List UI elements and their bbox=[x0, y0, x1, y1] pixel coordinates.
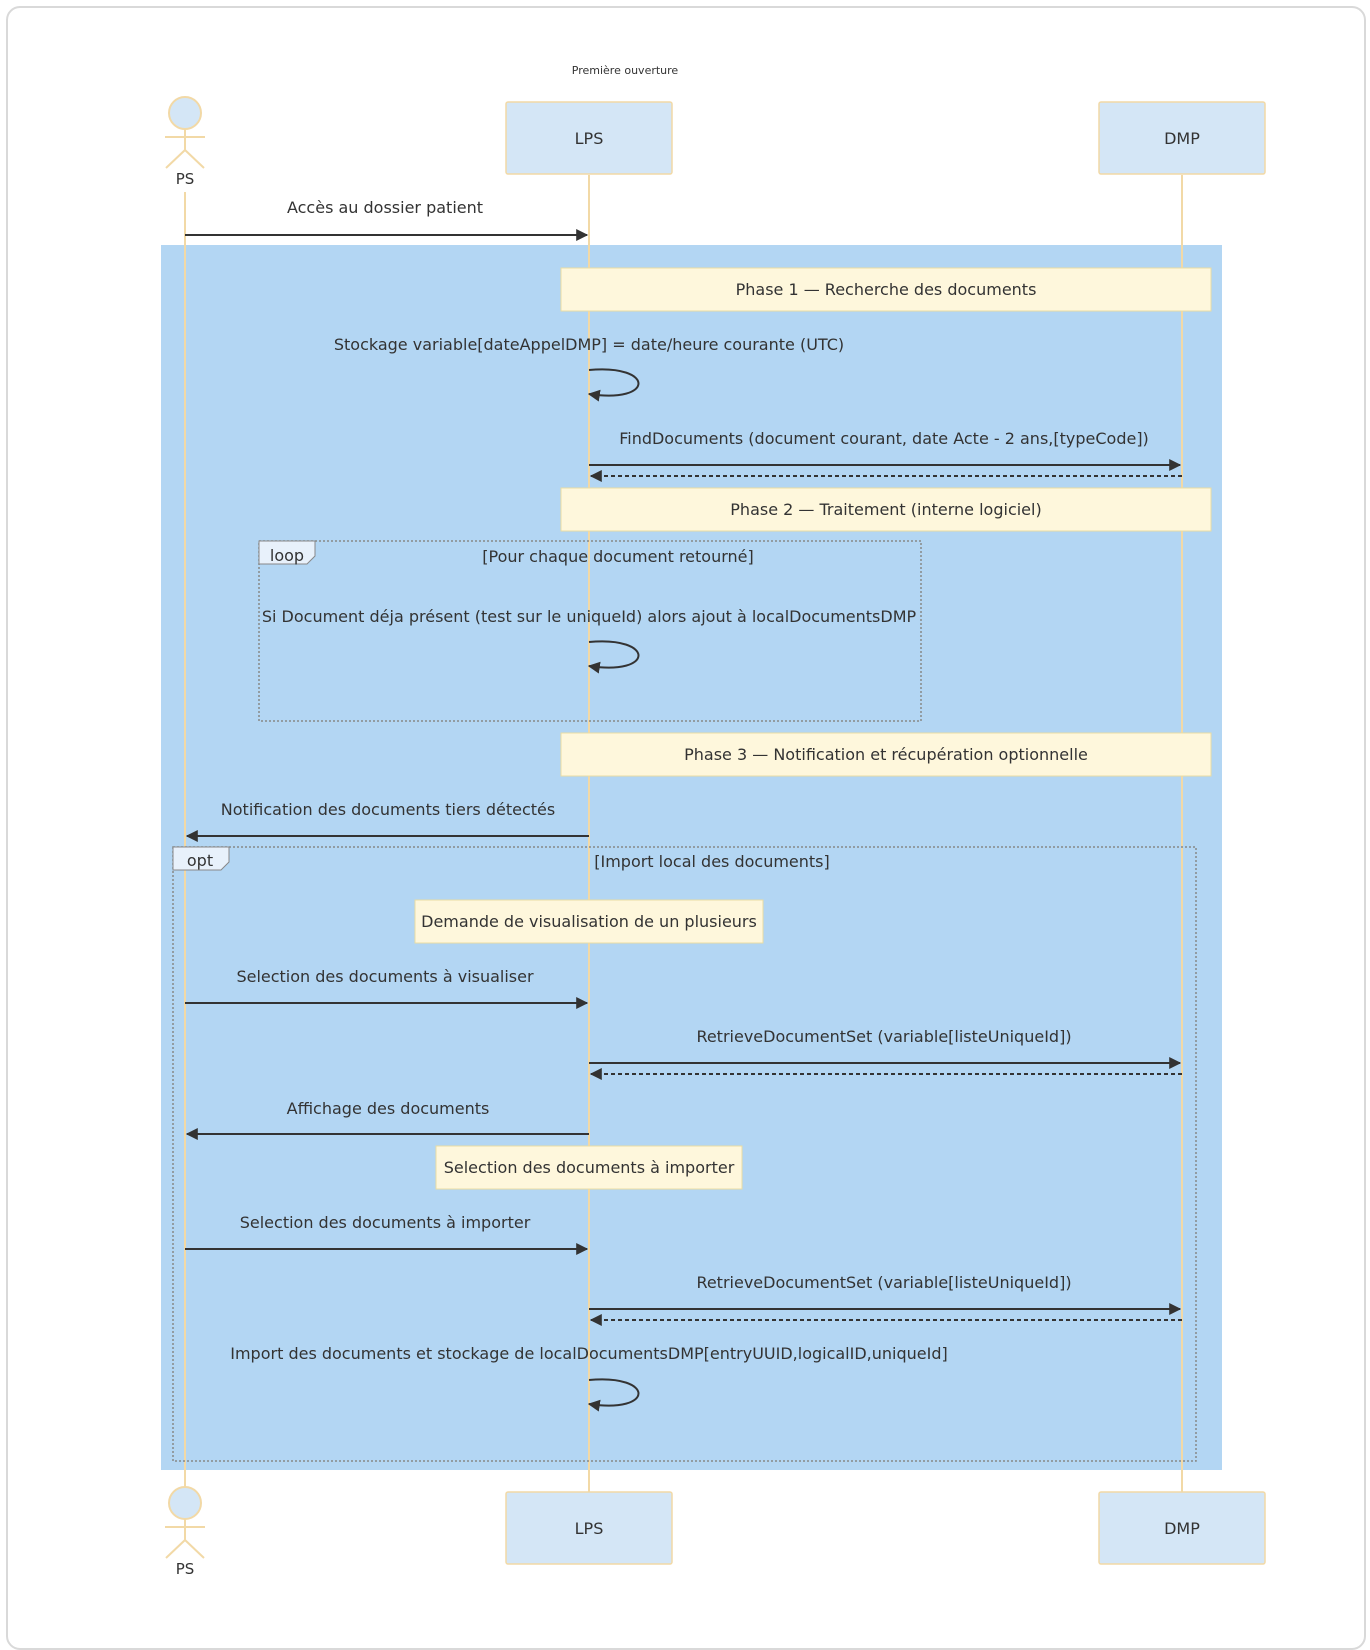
message-label: Selection des documents à importer bbox=[240, 1213, 531, 1232]
participant-lps-label: LPS bbox=[575, 1519, 604, 1538]
loop-fragment bbox=[258, 540, 922, 722]
loop-label: loop bbox=[270, 546, 304, 565]
participant-dmp-label: DMP bbox=[1164, 1519, 1200, 1538]
actor-ps-label: PS bbox=[176, 1560, 195, 1578]
message-label: FindDocuments (document courant, date Ac… bbox=[619, 429, 1149, 448]
message-label: RetrieveDocumentSet (variable[listeUniqu… bbox=[696, 1027, 1071, 1046]
note-phase2-text: Phase 2 — Traitement (interne logiciel) bbox=[730, 500, 1041, 519]
message-label: Import des documents et stockage de loca… bbox=[230, 1344, 947, 1363]
actor-ps-label: PS bbox=[176, 170, 195, 188]
note-selection-import bbox=[435, 1145, 743, 1190]
opt-tag bbox=[172, 846, 230, 871]
note-phase1 bbox=[560, 267, 1212, 312]
note-phase1-text: Phase 1 — Recherche des documents bbox=[736, 280, 1037, 299]
participant-lps-top: LPS bbox=[505, 101, 673, 175]
note-demande-text: Demande de visualisation de un plusieurs bbox=[421, 912, 757, 931]
diagram-title: Première ouverture bbox=[572, 64, 679, 77]
note-selection-import-text: Selection des documents à importer bbox=[444, 1158, 735, 1177]
message-label: Accès au dossier patient bbox=[287, 198, 483, 217]
message-label: Si Document déja présent (test sur le un… bbox=[262, 607, 917, 626]
actor-ps-bottom: PS bbox=[165, 1486, 205, 1578]
loop-tag bbox=[258, 540, 316, 565]
actor-ps-top: PS bbox=[165, 96, 205, 188]
message-label: RetrieveDocumentSet (variable[listeUniqu… bbox=[696, 1273, 1071, 1292]
note-phase3-text: Phase 3 — Notification et récupération o… bbox=[684, 745, 1088, 764]
rect-region bbox=[161, 245, 1222, 1470]
self-message-arrow bbox=[587, 640, 640, 674]
participant-dmp-top: DMP bbox=[1098, 101, 1266, 175]
message-label: Selection des documents à visualiser bbox=[236, 967, 534, 986]
message-label: Stockage variable[dateAppelDMP] = date/h… bbox=[334, 335, 844, 354]
participant-lps-label: LPS bbox=[575, 129, 604, 148]
opt-condition: [Import local des documents] bbox=[594, 852, 830, 871]
participant-lps-bottom: LPS bbox=[505, 1491, 673, 1565]
note-demande bbox=[414, 899, 764, 944]
loop-condition: [Pour chaque document retourné] bbox=[482, 547, 754, 566]
participant-dmp-label: DMP bbox=[1164, 129, 1200, 148]
message-label: Affichage des documents bbox=[287, 1099, 490, 1118]
self-message-arrow bbox=[587, 1378, 640, 1412]
participant-dmp-bottom: DMP bbox=[1098, 1491, 1266, 1565]
message-label: Notification des documents tiers détecté… bbox=[221, 800, 555, 819]
opt-label: opt bbox=[187, 851, 213, 870]
self-message-arrow bbox=[587, 368, 640, 402]
opt-fragment bbox=[172, 846, 1197, 1462]
note-phase2 bbox=[560, 487, 1212, 532]
note-phase3 bbox=[560, 732, 1212, 777]
